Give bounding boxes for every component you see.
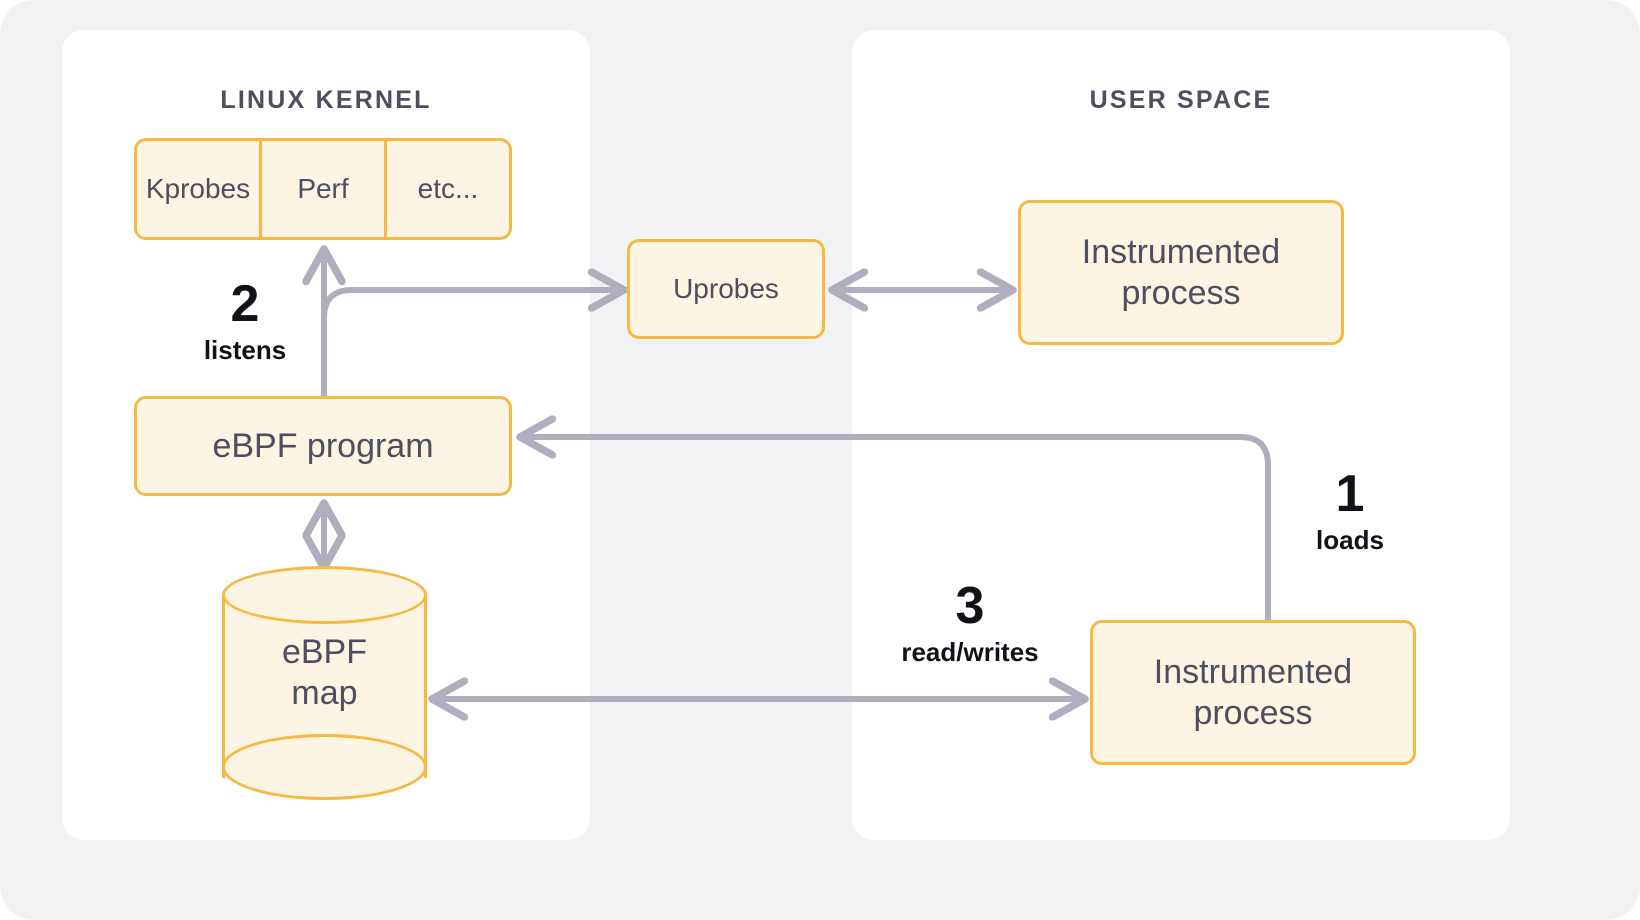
step-annotation-read-writes: 3 read/writes	[880, 580, 1060, 670]
node-instrumented-process-top-label: Instrumented process	[1082, 232, 1280, 312]
node-uprobes[interactable]: Uprobes	[627, 239, 825, 339]
node-instrumented-process-top-line2: process	[1121, 273, 1241, 312]
step-annotation-listens: 2 listens	[180, 278, 310, 368]
step-annotation-loads: 1 loads	[1285, 468, 1415, 558]
node-instrumented-process-top-line1: Instrumented	[1081, 233, 1281, 272]
node-kernel-probes[interactable]: Kprobes Perf etc...	[134, 138, 512, 240]
node-instrumented-process-bottom[interactable]: Instrumented process	[1090, 620, 1416, 765]
node-ebpf-map-line2: map	[291, 674, 358, 713]
step-1-number: 1	[1335, 465, 1365, 523]
panel-title-linux-kernel: LINUX KERNEL	[220, 86, 432, 114]
node-ebpf-program-label: eBPF program	[212, 426, 434, 465]
node-instrumented-process-top[interactable]: Instrumented process	[1018, 200, 1344, 345]
node-ebpf-map-line1: eBPF	[281, 633, 368, 671]
node-ebpf-program[interactable]: eBPF program	[134, 396, 512, 496]
node-ebpf-map-label: eBPF map	[222, 632, 427, 715]
node-etc-label: etc...	[417, 173, 479, 205]
node-kprobes-cell[interactable]: Kprobes	[137, 141, 262, 237]
step-3-caption: read/writes	[901, 637, 1039, 667]
cylinder-bottom-ellipse	[222, 734, 427, 800]
panel-title-user-space: USER SPACE	[1089, 86, 1273, 114]
step-1-caption: loads	[1316, 525, 1384, 555]
node-kprobes-label: Kprobes	[145, 173, 251, 205]
step-2-number: 2	[230, 275, 260, 333]
node-perf-label: Perf	[297, 173, 349, 205]
node-uprobes-label: Uprobes	[673, 273, 779, 305]
node-perf-cell[interactable]: Perf	[262, 141, 387, 237]
node-ebpf-map[interactable]: eBPF map	[222, 566, 427, 800]
step-2-caption: listens	[203, 335, 287, 365]
node-etc-cell[interactable]: etc...	[387, 141, 509, 237]
node-instrumented-process-bottom-line2: process	[1193, 693, 1313, 732]
step-3-number: 3	[955, 577, 985, 635]
node-instrumented-process-bottom-label: Instrumented process	[1154, 652, 1352, 732]
node-instrumented-process-bottom-line1: Instrumented	[1153, 653, 1353, 692]
cylinder-top-ellipse	[222, 566, 427, 624]
